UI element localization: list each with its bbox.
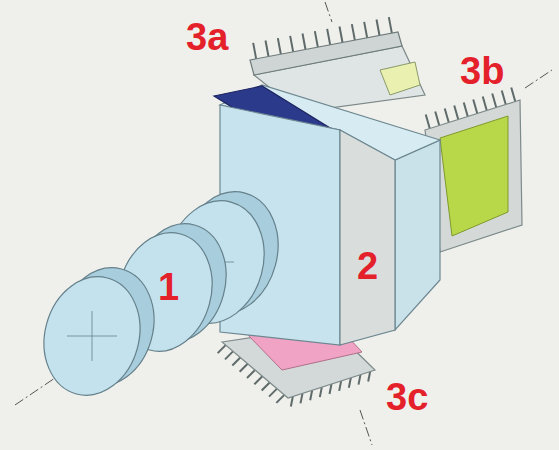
callout-slot: 3a	[186, 18, 228, 56]
sensor-pins	[389, 17, 392, 33]
sensor-pins	[327, 29, 330, 45]
sensor-pins	[464, 103, 468, 117]
sensor-pins	[240, 364, 248, 372]
axis-line	[15, 378, 55, 405]
sensor-mount	[250, 32, 402, 75]
callout-slot: 1	[158, 268, 179, 306]
sensor-pins	[218, 345, 226, 353]
sensor-pins	[445, 109, 449, 123]
prism-block	[395, 140, 440, 330]
sensor-pins	[511, 88, 515, 102]
axis-line	[360, 410, 372, 445]
callout-slot: 2	[357, 247, 378, 285]
sensor-pins	[352, 24, 355, 40]
sensor-pins	[502, 91, 506, 105]
sensor-pins	[349, 378, 351, 388]
sensor-pins	[276, 395, 284, 403]
sensor-pins	[454, 106, 458, 120]
sensor-pins	[473, 100, 477, 114]
sensor-pins	[377, 20, 380, 36]
sensor-pins	[254, 376, 262, 384]
lens-disc	[92, 311, 93, 361]
sensor-pins	[483, 97, 487, 111]
callout-number: 3a	[186, 18, 228, 56]
axis-line	[525, 70, 552, 88]
sensor-pins	[492, 94, 496, 108]
sensor-pins	[232, 358, 240, 366]
sensor-pins	[364, 22, 367, 38]
sensor-mount	[380, 62, 420, 95]
callout-number: 3b	[460, 52, 504, 90]
callout-number: 3c	[386, 378, 428, 416]
sensor-pins	[247, 370, 255, 378]
callout-slot: 3c	[386, 378, 428, 416]
sensor-pins	[340, 27, 343, 43]
axis-line	[325, 2, 332, 22]
sensor-pins	[303, 34, 306, 50]
sensor-pins	[315, 31, 318, 47]
axis-line	[15, 2, 552, 445]
sensor-pins	[320, 387, 322, 397]
sensor-pins	[339, 381, 341, 391]
sensor-pins	[290, 36, 293, 52]
lens-disc	[31, 266, 153, 406]
sensor-pins	[269, 389, 277, 397]
sensor-mount	[440, 116, 508, 236]
sensor-pins	[262, 382, 270, 390]
sensor-pins	[278, 38, 281, 54]
sensor-pins	[426, 115, 430, 129]
sensor-pins	[330, 384, 332, 394]
sensor-pins	[301, 393, 303, 403]
sensor-pins	[266, 41, 269, 57]
prism-block	[395, 140, 440, 330]
sensor-pins	[435, 112, 439, 126]
sensor-pins	[291, 396, 293, 406]
sensor-pins	[310, 390, 312, 400]
sensor-pins	[225, 351, 233, 359]
sensor-pins	[368, 372, 370, 382]
sensor-pins	[253, 43, 256, 59]
lens-disc	[31, 181, 291, 406]
callout-number: 2	[357, 247, 378, 285]
callout-slot: 3b	[460, 52, 504, 90]
callout-number: 1	[158, 268, 179, 306]
sensor-pins	[359, 375, 361, 385]
prism-front	[340, 130, 395, 345]
